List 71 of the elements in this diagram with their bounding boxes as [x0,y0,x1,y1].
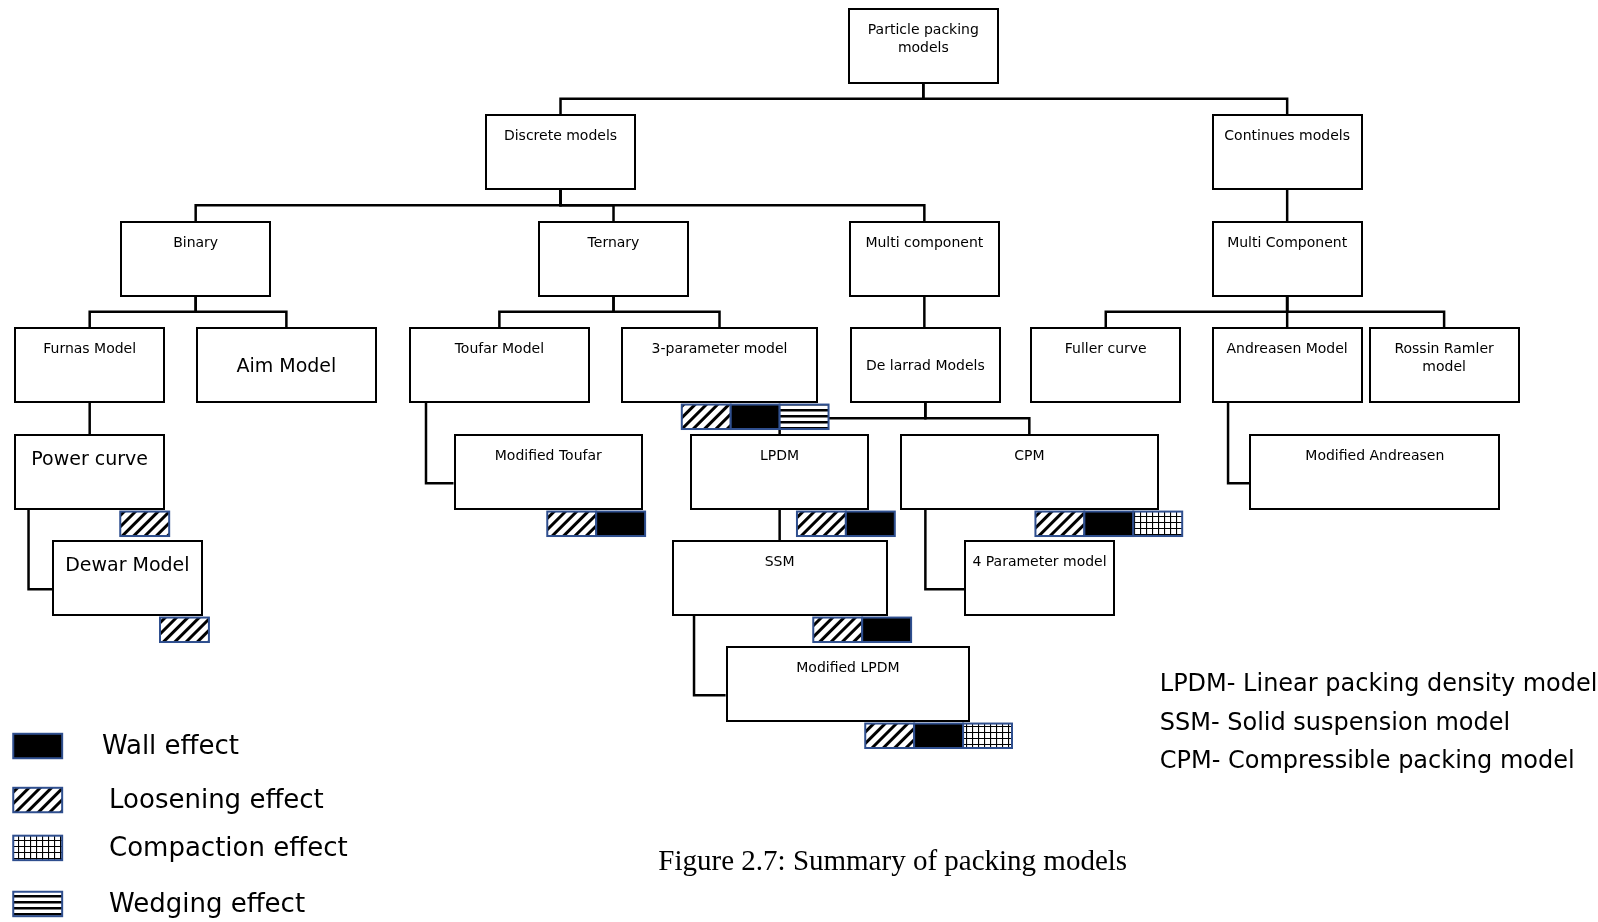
node-text: Aim Model [236,352,337,378]
model-box [14,434,166,510]
node-text: SSM [764,552,795,571]
model-box [725,646,971,722]
model-box [14,327,166,403]
node-text: Multi Component [1227,233,1348,252]
connector-line [1285,189,1289,222]
node-text: Furnas Model [43,339,137,358]
model-box [671,540,888,616]
model-box [120,221,272,297]
model-box [51,540,203,616]
legend-text: Wall effect [101,729,239,760]
model-box [485,114,636,190]
node-text: Modified Andreasen [1305,446,1445,465]
model-box [195,327,378,403]
node-text: Multi component [865,233,984,252]
connector-line [692,615,726,697]
model-box [1211,221,1363,297]
model-box [620,327,819,403]
node-text: 4 Parameter model [972,552,1107,571]
model-box [847,8,999,84]
connector-line [27,509,52,591]
node-text: Continues models [1224,126,1350,145]
connector-line [922,83,1289,115]
model-box [1368,327,1520,403]
model-box [1211,327,1363,403]
node-text: Binary [173,233,219,252]
model-box [408,327,591,403]
model-box [538,221,689,297]
model-box [1030,327,1182,403]
node-text: Rossin Ramler model [1393,339,1495,376]
abbreviation-note: LPDM- Linear packing density model [1159,668,1598,697]
connector-line [923,296,926,328]
abbreviation-note: SSM- Solid suspension model [1159,708,1511,737]
connector-line [1285,296,1446,328]
node-text: Particle packing models [866,20,980,57]
abbreviation-note: CPM- Compressible packing model [1159,746,1575,774]
node-text: 3-parameter model [651,339,788,358]
legend-text: Wedging effect [109,887,306,918]
model-box [849,327,1001,403]
connector-line [194,296,288,328]
node-text: Toufar Model [454,339,545,358]
connector-line [424,402,454,485]
connector-line [559,189,926,222]
connector-line [924,509,965,591]
node-text: Fuller curve [1064,339,1147,358]
model-box [689,434,870,510]
node-text: Modified LPDM [796,658,900,677]
model-box [1249,434,1501,510]
figure-caption: Figure 2.7: Summary of packing models [658,843,1128,877]
node-text: Modified Toufar [494,446,602,465]
node-text: De larrad Models [865,355,985,374]
node-text: Andreasen Model [1226,339,1348,358]
legend-text: Compaction effect [109,831,348,862]
model-box [453,434,644,510]
node-text: Ternary [587,233,640,252]
connector-line [612,296,721,328]
connector-line [88,402,91,435]
legend-text: Loosening effect [109,783,324,814]
model-box [899,434,1159,510]
connector-line [1226,402,1250,485]
model-box [848,221,1000,297]
connector-line [924,402,1031,435]
model-box [1211,114,1363,190]
node-text: CPM [1014,446,1045,465]
model-box [964,540,1115,616]
node-text: LPDM [760,446,800,465]
node-text: Dewar Model [65,552,190,577]
node-text: Discrete models [503,126,618,145]
connector-line [778,509,781,541]
node-text: Power curve [31,446,149,471]
